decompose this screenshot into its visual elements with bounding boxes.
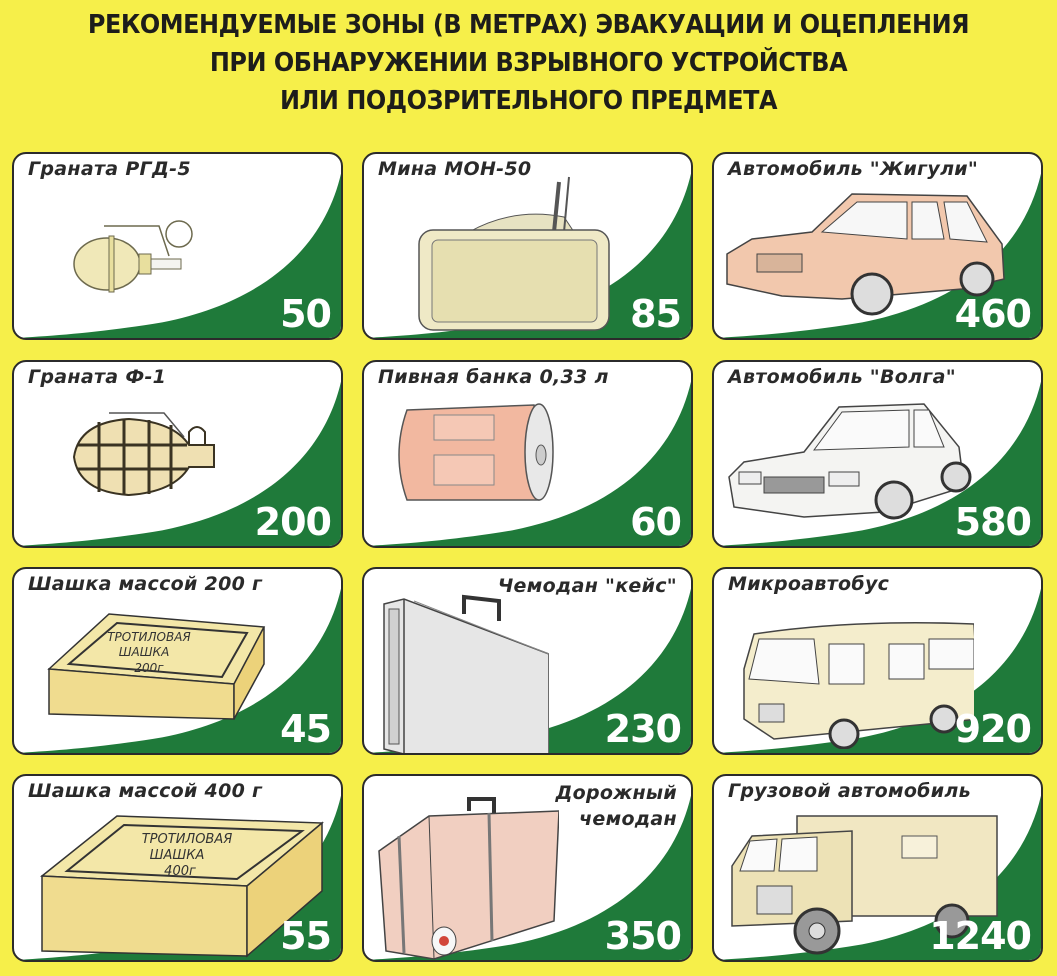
svg-text:ШАШКА: ШАШКА bbox=[150, 848, 205, 863]
card-label: Дорожный чемодан bbox=[555, 780, 677, 832]
card-tnt-400: Шашка массой 400 г ТРОТИЛОВАЯ ШАШКА 400г… bbox=[12, 774, 343, 962]
mine-mon50-icon bbox=[418, 176, 610, 331]
zone-distance-value: 55 bbox=[280, 914, 332, 958]
zone-distance-value: 1240 bbox=[929, 914, 1032, 958]
title-line: ИЛИ ПОДОЗРИТЕЛЬНОГО ПРЕДМЕТА bbox=[279, 86, 778, 116]
title-line: ПРИ ОБНАРУЖЕНИИ ВЗРЫВНОГО УСТРОЙСТВА bbox=[209, 48, 848, 78]
zone-distance-value: 350 bbox=[604, 914, 682, 958]
card-label: Автомобиль "Волга" bbox=[728, 366, 956, 388]
svg-text:ТРОТИЛОВАЯ: ТРОТИЛОВАЯ bbox=[107, 630, 191, 644]
title-line: РЕКОМЕНДУЕМЫЕ ЗОНЫ (В МЕТРАХ) ЭВАКУАЦИИ … bbox=[87, 10, 970, 40]
card-label: Шашка массой 400 г bbox=[28, 780, 263, 802]
card-label: Грузовой автомобиль bbox=[728, 780, 971, 802]
card-car-zhiguli: Автомобиль "Жигули" 460 bbox=[712, 152, 1043, 340]
card-beer-can: Пивная банка 0,33 л 60 bbox=[362, 360, 693, 548]
card-label: Мина МОН-50 bbox=[378, 158, 532, 180]
svg-text:400г: 400г bbox=[164, 864, 196, 879]
beer-can-icon bbox=[398, 403, 554, 501]
card-label: Чемодан "кейс" bbox=[497, 575, 677, 597]
tnt-block-400-icon: ТРОТИЛОВАЯ ШАШКА 400г bbox=[39, 815, 324, 958]
zone-distance-value: 920 bbox=[954, 707, 1032, 751]
grenade-rgd5-icon bbox=[73, 220, 193, 293]
page-title: РЕКОМЕНДУЕМЫЕ ЗОНЫ (В МЕТРАХ) ЭВАКУАЦИИ … bbox=[0, 6, 1057, 120]
svg-text:ТРОТИЛОВАЯ: ТРОТИЛОВАЯ bbox=[142, 832, 233, 847]
minibus-icon bbox=[743, 622, 974, 749]
zone-distance-value: 50 bbox=[280, 292, 332, 336]
grenade-f1-icon bbox=[72, 412, 215, 497]
card-grenade-f1: Граната Ф-1 200 bbox=[12, 360, 343, 548]
zone-distance-value: 85 bbox=[630, 292, 682, 336]
card-mine-mon50: Мина МОН-50 85 bbox=[362, 152, 693, 340]
card-label-line: чемодан bbox=[579, 808, 677, 830]
card-label: Граната РГД-5 bbox=[28, 158, 191, 180]
zone-distance-value: 60 bbox=[630, 500, 682, 544]
card-label: Граната Ф-1 bbox=[28, 366, 167, 388]
car-volga-icon bbox=[728, 403, 972, 520]
zone-distance-value: 45 bbox=[280, 707, 332, 751]
briefcase-icon bbox=[383, 594, 549, 753]
suitcase-icon bbox=[378, 797, 559, 960]
card-car-volga: Автомобиль "Волга" 580 bbox=[712, 360, 1043, 548]
card-tnt-200: Шашка массой 200 г ТРОТИЛОВАЯ ШАШКА 200г… bbox=[12, 567, 343, 755]
card-label: Микроавтобус bbox=[728, 573, 890, 595]
card-label: Пивная банка 0,33 л bbox=[378, 366, 609, 388]
card-briefcase: Чемодан "кейс" 230 bbox=[362, 567, 693, 755]
card-label: Шашка массой 200 г bbox=[28, 573, 263, 595]
card-grenade-rgd5: Граната РГД-5 50 bbox=[12, 152, 343, 340]
svg-text:200г: 200г bbox=[134, 661, 164, 675]
zone-distance-value: 460 bbox=[954, 292, 1032, 336]
tnt-block-200-icon: ТРОТИЛОВАЯ ШАШКА 200г bbox=[47, 613, 266, 720]
zone-distance-value: 200 bbox=[254, 500, 332, 544]
card-label-line: Дорожный bbox=[555, 782, 677, 804]
card-truck: Грузовой автомобиль 1240 bbox=[712, 774, 1043, 962]
zone-distance-value: 580 bbox=[954, 500, 1032, 544]
svg-text:ШАШКА: ШАШКА bbox=[119, 645, 170, 659]
zone-distance-value: 230 bbox=[604, 707, 682, 751]
truck-icon bbox=[731, 815, 998, 955]
card-travel-suitcase: Дорожный чемодан 350 bbox=[362, 774, 693, 962]
car-zhiguli-icon bbox=[726, 193, 1005, 316]
card-label: Автомобиль "Жигули" bbox=[728, 158, 979, 180]
card-minibus: Микроавтобус 920 bbox=[712, 567, 1043, 755]
